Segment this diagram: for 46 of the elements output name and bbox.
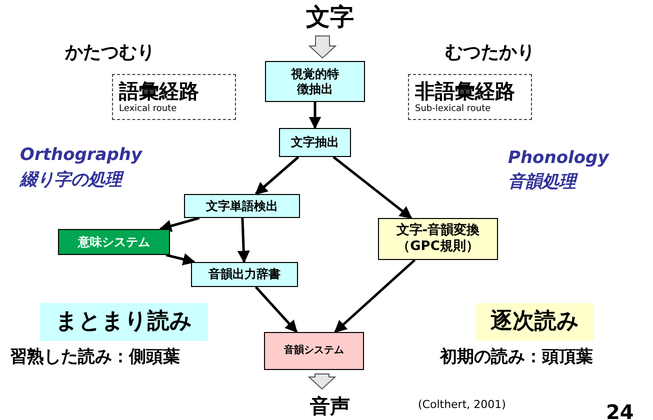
box-label: 文字単語検出 [206,198,278,214]
area-heading: Orthography [20,145,142,165]
process-box [184,194,300,218]
route-box [408,74,532,120]
process-box [264,332,364,370]
arrow [254,156,300,195]
arrow [334,259,416,333]
box-label: 視覚的特徴抽出 [290,66,340,96]
page-number: 24 [606,400,634,420]
box-label: まとまり読み [56,308,192,336]
block-arrow [308,36,337,59]
route-title: 語彙経路 [119,78,199,104]
block-arrow [308,374,336,390]
process-box [279,128,351,157]
arrow [308,102,322,130]
box-label: 音韻システム [284,344,344,358]
box-label: 意味システム [78,234,150,250]
box-label: 逐次読み [490,308,580,336]
area-heading: Phonology [508,148,609,168]
area-heading: 綴り字の処理 [20,169,122,191]
citation-text: (Colthert, 2001) [418,398,506,411]
process-box [58,229,170,255]
note-text: 初期の読み：頭頂葉 [440,346,593,368]
arrow [159,216,200,232]
arrow [237,218,250,264]
box-label: 文字-音韻変換（GPC規則） [395,222,481,256]
note-text: 習熟した読み：側頭葉 [10,346,180,368]
route-heading: かたつむり [65,41,155,64]
arrow [332,156,412,219]
route-box [112,74,236,120]
reading-band [40,303,208,341]
reading-band [476,303,594,341]
box-label: 音韻出力辞書 [208,267,280,282]
arrow [254,286,298,333]
title-text: 文字 [306,2,354,32]
route-subtitle: Lexical route [119,104,177,116]
arrow [166,253,196,266]
route-heading: むつたかり [445,41,535,64]
process-box [378,218,498,260]
route-subtitle: Sub-lexical route [415,104,491,116]
process-box [191,262,298,287]
output-text: 音声 [310,394,350,418]
box-label: 文字抽出 [291,135,339,150]
process-box [265,61,365,102]
route-title: 非語彙経路 [415,78,515,104]
area-heading: 音韻処理 [508,171,576,193]
